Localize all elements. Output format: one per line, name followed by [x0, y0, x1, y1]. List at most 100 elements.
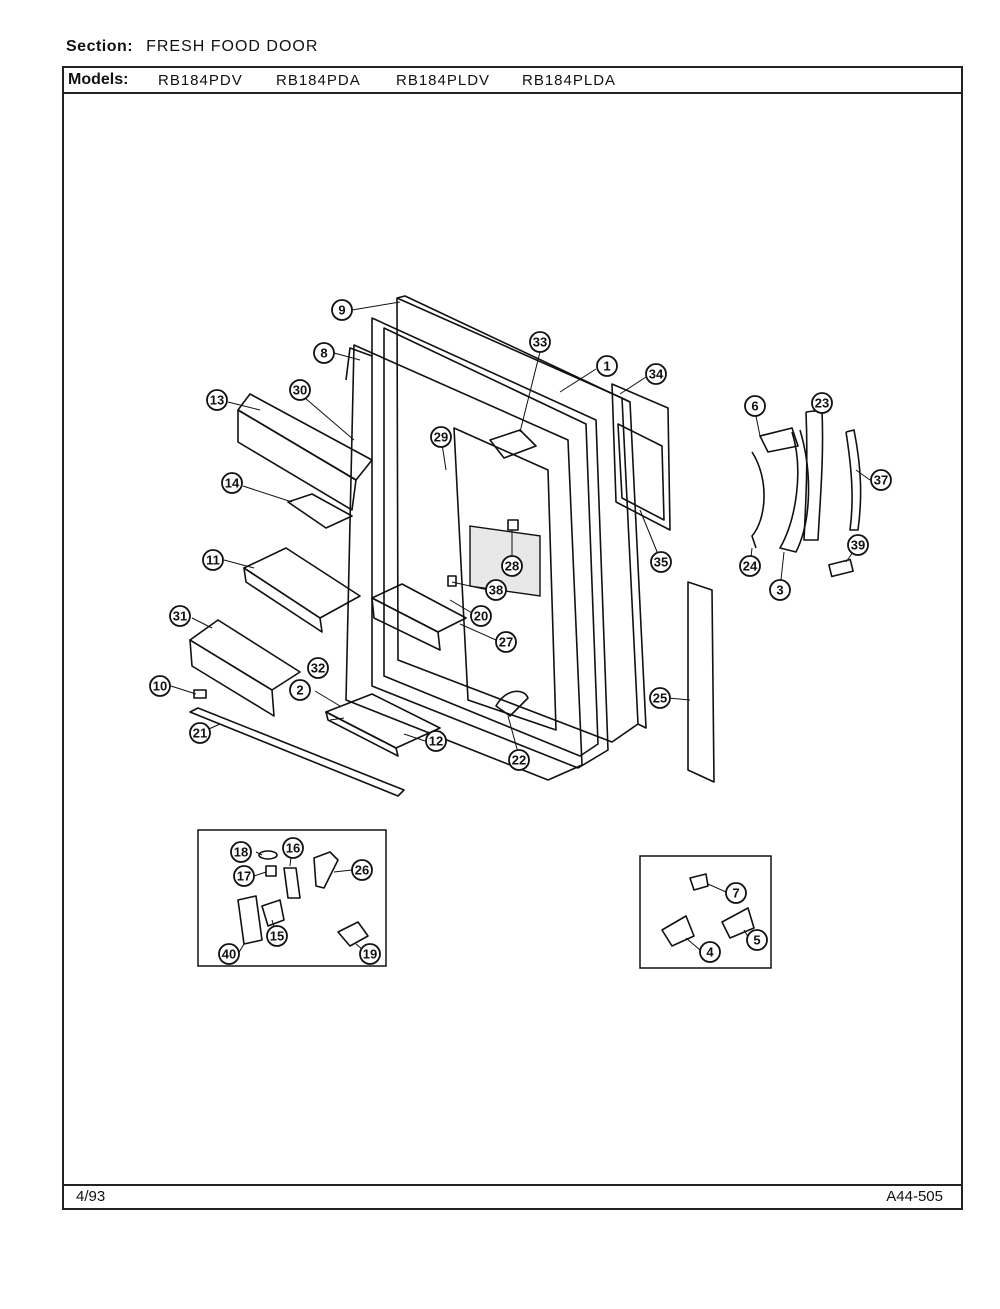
svg-text:21: 21 [193, 726, 207, 741]
models-row: Models: RB184PDV RB184PDA RB184PLDV RB18… [64, 68, 961, 94]
svg-text:7: 7 [732, 886, 739, 901]
model-4: RB184PLDA [522, 72, 617, 89]
svg-text:22: 22 [512, 753, 526, 768]
callout-35: 35 [650, 551, 672, 573]
svg-text:40: 40 [222, 947, 236, 962]
callout-15: 15 [266, 925, 288, 947]
handle-parts [751, 409, 862, 578]
callout-17: 17 [233, 865, 255, 887]
callout-12: 12 [425, 730, 447, 752]
callout-26: 26 [351, 859, 373, 881]
svg-text:34: 34 [649, 367, 664, 382]
footer-date: 4/93 [76, 1188, 106, 1205]
callout-9: 9 [331, 299, 353, 321]
callout-23: 23 [811, 392, 833, 414]
svg-text:38: 38 [489, 583, 503, 598]
shelf-14 [287, 493, 353, 529]
svg-text:9: 9 [338, 303, 345, 318]
svg-text:27: 27 [499, 635, 513, 650]
misc-small-parts [193, 429, 537, 717]
models-label: Models: [68, 71, 129, 88]
callout-34: 34 [645, 363, 667, 385]
svg-text:14: 14 [225, 476, 240, 491]
svg-text:18: 18 [234, 845, 248, 860]
svg-text:5: 5 [753, 933, 760, 948]
tray-2 [325, 693, 441, 757]
footer-row: 4/93 A44-505 [64, 1184, 961, 1208]
callout-24: 24 [739, 555, 761, 577]
inner-door-liner [345, 344, 583, 781]
section-label: Section: [66, 38, 134, 55]
callout-2: 2 [289, 679, 311, 701]
svg-text:13: 13 [210, 393, 224, 408]
inset-box-right [639, 855, 772, 969]
callout-40: 40 [218, 943, 240, 965]
callout-33: 33 [529, 331, 551, 353]
callout-6: 6 [744, 395, 766, 417]
svg-text:4: 4 [706, 945, 714, 960]
svg-text:23: 23 [815, 396, 829, 411]
callout-3: 3 [769, 579, 791, 601]
model-3: RB184PLDV [396, 72, 491, 89]
callout-1: 1 [596, 355, 618, 377]
svg-text:33: 33 [533, 335, 547, 350]
shelf-13 [237, 393, 373, 511]
model-2: RB184PDA [276, 72, 361, 89]
section-value: FRESH FOOD DOOR [146, 38, 319, 55]
svg-text:16: 16 [286, 841, 300, 856]
svg-text:28: 28 [505, 559, 519, 574]
strip-21 [189, 707, 405, 797]
door-gasket [371, 317, 609, 769]
callout-10: 10 [149, 675, 171, 697]
svg-text:11: 11 [206, 553, 220, 568]
callout-39: 39 [847, 534, 869, 556]
svg-text:2: 2 [296, 683, 303, 698]
svg-text:26: 26 [355, 863, 369, 878]
svg-text:8: 8 [320, 346, 327, 361]
svg-text:17: 17 [237, 869, 251, 884]
callout-27: 27 [495, 631, 517, 653]
callout-16: 16 [282, 837, 304, 859]
bin-27 [371, 583, 467, 651]
hinge-25 [687, 581, 715, 783]
svg-text:15: 15 [270, 929, 284, 944]
callout-20: 20 [470, 605, 492, 627]
callout-11: 11 [202, 549, 224, 571]
callout-22: 22 [508, 749, 530, 771]
svg-text:24: 24 [743, 559, 758, 574]
svg-text:39: 39 [851, 538, 865, 553]
svg-text:35: 35 [654, 555, 668, 570]
panel-34 [611, 383, 671, 531]
callout-21: 21 [189, 722, 211, 744]
callout-4: 4 [699, 941, 721, 963]
bin-31 [189, 619, 301, 717]
callout-7: 7 [725, 882, 747, 904]
callout-32: 32 [307, 657, 329, 679]
svg-text:37: 37 [874, 473, 888, 488]
callout-13: 13 [206, 389, 228, 411]
svg-text:32: 32 [311, 661, 325, 676]
callout-8: 8 [313, 342, 335, 364]
diagram-frame: Models: RB184PDV RB184PDA RB184PLDV RB18… [62, 66, 963, 1210]
callout-25: 25 [649, 687, 671, 709]
callout-18: 18 [230, 841, 252, 863]
svg-text:12: 12 [429, 734, 443, 749]
inset-box-left [197, 829, 387, 967]
outer-door-panel [396, 295, 647, 743]
svg-text:31: 31 [173, 609, 187, 624]
callout-28: 28 [501, 555, 523, 577]
callout-19: 19 [359, 943, 381, 965]
svg-text:1: 1 [603, 359, 610, 374]
callout-14: 14 [221, 472, 243, 494]
svg-text:3: 3 [776, 583, 783, 598]
svg-text:6: 6 [751, 399, 758, 414]
svg-text:30: 30 [293, 383, 307, 398]
footer-code: A44-505 [886, 1188, 943, 1205]
callout-31: 31 [169, 605, 191, 627]
callout-37: 37 [870, 469, 892, 491]
callout-38: 38 [485, 579, 507, 601]
model-1: RB184PDV [158, 72, 243, 89]
svg-text:20: 20 [474, 609, 488, 624]
section-line: Section: FRESH FOOD DOOR [66, 38, 318, 56]
